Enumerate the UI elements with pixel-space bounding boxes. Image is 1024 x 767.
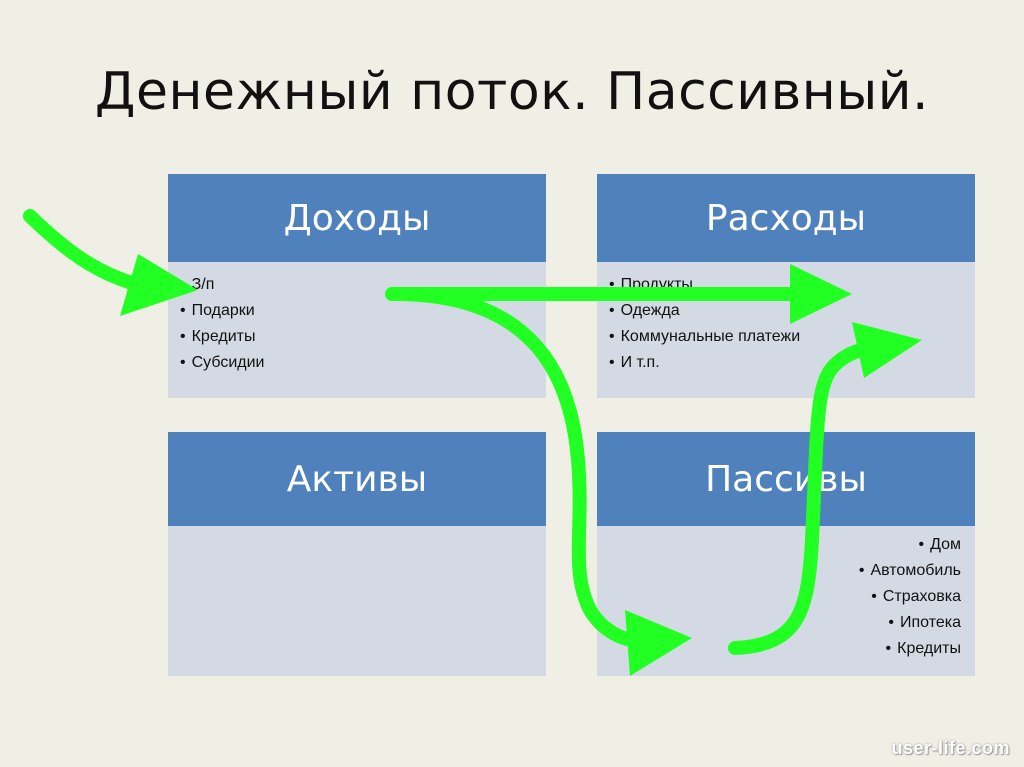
liabilities-item: Кредиты	[609, 636, 961, 662]
assets-box: Активы	[168, 432, 546, 676]
expenses-box: Расходы Продукты Одежда Коммунальные пла…	[597, 174, 975, 398]
watermark: user-life.com	[891, 738, 1010, 758]
income-body: З/п Подарки Кредиты Субсидии	[168, 262, 546, 386]
income-item: Кредиты	[180, 324, 534, 350]
slide-title: Денежный поток. Пассивный.	[94, 62, 930, 122]
liabilities-item: Ипотека	[609, 610, 961, 636]
liabilities-item: Страховка	[609, 584, 961, 610]
expenses-header: Расходы	[597, 174, 975, 262]
income-item: Субсидии	[180, 350, 534, 376]
liabilities-list: Дом Автомобиль Страховка Ипотека Кредиты	[609, 532, 961, 662]
expenses-body: Продукты Одежда Коммунальные платежи И т…	[597, 262, 975, 386]
liabilities-item: Дом	[609, 532, 961, 558]
liabilities-header: Пассивы	[597, 432, 975, 526]
liabilities-item: Автомобиль	[609, 558, 961, 584]
income-header: Доходы	[168, 174, 546, 262]
expenses-item: Продукты	[609, 272, 963, 298]
liabilities-body: Дом Автомобиль Страховка Ипотека Кредиты	[597, 526, 975, 672]
assets-body	[168, 526, 546, 546]
income-list: З/п Подарки Кредиты Субсидии	[180, 272, 534, 376]
expenses-item: Коммунальные платежи	[609, 324, 963, 350]
expenses-list: Продукты Одежда Коммунальные платежи И т…	[609, 272, 963, 376]
income-item: Подарки	[180, 298, 534, 324]
expenses-item: И т.п.	[609, 350, 963, 376]
income-item: З/п	[180, 272, 534, 298]
income-box: Доходы З/п Подарки Кредиты Субсидии	[168, 174, 546, 398]
assets-header: Активы	[168, 432, 546, 526]
expenses-item: Одежда	[609, 298, 963, 324]
incoming-flow-arrow-shaft	[23, 209, 167, 297]
liabilities-box: Пассивы Дом Автомобиль Страховка Ипотека…	[597, 432, 975, 676]
